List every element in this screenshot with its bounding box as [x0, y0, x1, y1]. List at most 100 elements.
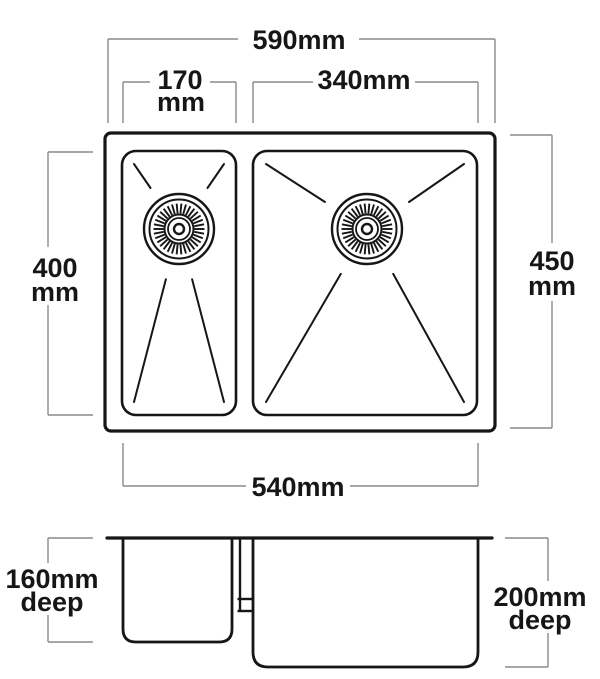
drain-hatch-line: [154, 233, 165, 240]
drain-hatch-line: [341, 230, 352, 235]
drain-center-hole: [360, 222, 374, 236]
drain-ring: [351, 213, 383, 245]
drain-hatch-line: [350, 240, 359, 250]
drain-hatch-line: [194, 230, 205, 235]
small-bowl-depth-label: 160mm: [5, 564, 98, 594]
label-mask: [520, 243, 584, 301]
small-bowl-length-label: 400: [32, 253, 77, 283]
drain-hatch-line: [381, 233, 392, 240]
drain-hatch-line: [153, 223, 164, 228]
label-mask: [24, 247, 86, 305]
drain-hatch-line: [342, 218, 353, 225]
drain-hatch-line: [381, 218, 392, 225]
drain-hatch-line: [370, 243, 375, 254]
small-bowl-crease-lines: [133, 163, 225, 403]
drain-hatch-line: [171, 204, 176, 215]
large-bowl-drain-icon: [330, 192, 404, 266]
crease-line: [392, 272, 465, 403]
drain-outer-ring: [330, 192, 404, 266]
drain-hatch-line: [162, 208, 171, 218]
sink-top-view: [103, 131, 497, 433]
dimension-overall-width: 590mm: [107, 24, 496, 123]
drain-hatch-line: [379, 236, 390, 244]
drain-hatch-line: [179, 244, 183, 255]
drain-hatch-line: [359, 204, 364, 215]
drain-hatch-line: [379, 214, 390, 222]
drain-hatch-line: [182, 243, 187, 254]
large-bowl-crease-lines: [265, 163, 465, 403]
crease-line: [191, 278, 225, 403]
small-bowl-depth-unit: deep: [20, 587, 83, 617]
dimension-bottom-width: 540mm: [122, 443, 479, 502]
drain-hatch-line: [375, 240, 384, 250]
large-bowl-depth-unit: deep: [508, 605, 571, 635]
drain-hatch-line: [341, 223, 352, 228]
large-bowl-depth-label: 200mm: [493, 582, 586, 612]
sink-section-view: [105, 536, 494, 669]
drain-hatch-line: [350, 208, 359, 218]
drain-hatch-line: [363, 203, 367, 214]
drain-hatch-ring: [341, 203, 393, 255]
drain-hatch-line: [166, 205, 173, 216]
drain-hatch-line: [154, 218, 165, 225]
drain-hatch-line: [175, 244, 179, 255]
crease-line: [133, 163, 152, 189]
label-mask: [246, 471, 350, 501]
small-bowl-section-outline: [121, 538, 234, 644]
drain-hatch-line: [373, 242, 380, 253]
drain-hatch-line: [171, 243, 176, 254]
small-bowl-length-unit: mm: [31, 277, 79, 307]
dimension-large-bowl-width: 340mm: [252, 65, 479, 123]
drain-hatch-line: [185, 242, 192, 253]
crease-line: [133, 278, 167, 403]
small-bowl-width-label: 170: [157, 65, 202, 95]
label-mask: [5, 563, 99, 615]
overall-width-label: 590mm: [252, 25, 345, 55]
label-mask: [490, 581, 592, 633]
label-mask: [313, 67, 415, 95]
overall-length-unit: mm: [528, 271, 576, 301]
drain-hatch-line: [373, 205, 380, 216]
large-bowl-width-label: 340mm: [317, 65, 410, 95]
drain-hatch-line: [193, 218, 204, 225]
drain-center-hole: [172, 222, 186, 236]
drain-hatch-line: [191, 214, 202, 222]
drain-hatch-line: [377, 211, 387, 220]
large-bowl-section-outline: [251, 538, 480, 669]
drain-hatch-line: [367, 244, 371, 255]
drain-hatch-line: [354, 242, 361, 253]
drain-hatch-line: [359, 243, 364, 254]
label-mask: [150, 67, 210, 95]
drain-hatch-line: [193, 233, 204, 240]
drain-hatch-line: [367, 203, 371, 214]
drain-ring: [336, 198, 398, 260]
dimension-small-bowl-length: 400 mm: [24, 151, 93, 416]
crease-line: [265, 272, 342, 403]
drain-hatch-line: [189, 238, 199, 247]
drain-hatch-line: [347, 211, 357, 220]
label-mask: [238, 24, 359, 55]
bottom-width-label: 540mm: [251, 472, 344, 502]
drain-ring: [148, 198, 210, 260]
drain-hatch-line: [185, 205, 192, 216]
drain-ring: [355, 217, 379, 241]
dimension-large-bowl-depth: 200mm deep: [490, 537, 592, 668]
overall-length-label: 450: [529, 246, 574, 276]
small-bowl-width-unit: mm: [157, 87, 205, 117]
crease-line: [206, 163, 225, 189]
drain-hatch-line: [375, 208, 384, 218]
drain-hatch-line: [370, 204, 375, 215]
drain-hatch-line: [162, 240, 171, 250]
drain-ring: [167, 217, 191, 241]
drain-hatch-line: [175, 203, 179, 214]
crease-line: [265, 163, 326, 203]
drain-hatch-line: [166, 242, 173, 253]
large-bowl-outline: [251, 149, 479, 417]
drain-hatch-line: [159, 238, 169, 247]
crease-line: [408, 163, 465, 203]
drain-hatch-line: [344, 214, 355, 222]
sink-rim-outline: [103, 131, 497, 433]
drain-hatch-line: [382, 230, 393, 235]
